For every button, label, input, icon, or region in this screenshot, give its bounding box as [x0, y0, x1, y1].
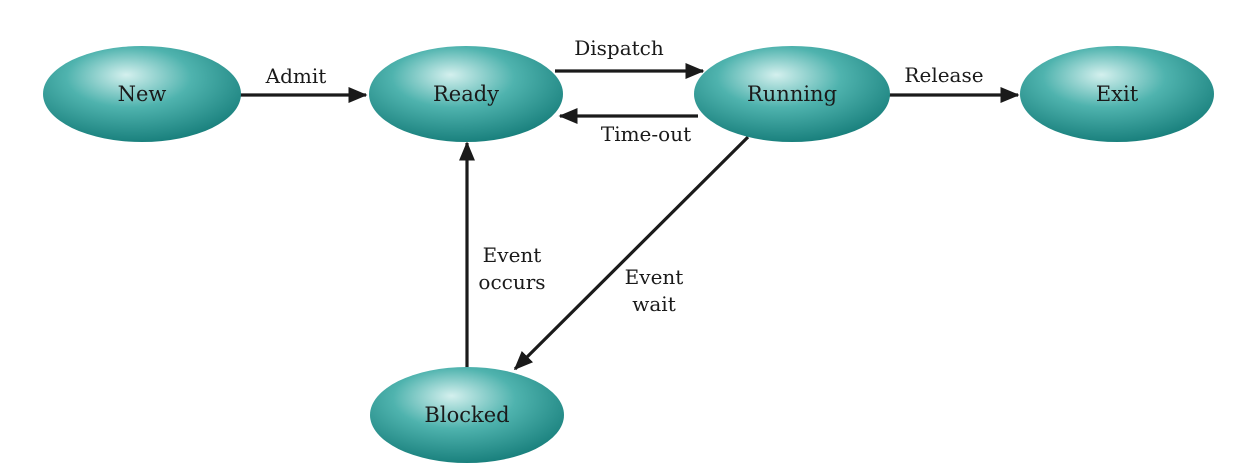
state-exit-shape — [1020, 46, 1214, 142]
event-occurs-label-line2: occurs — [478, 270, 545, 294]
state-ready-shape — [369, 46, 563, 142]
event-wait-arrow — [513, 135, 750, 371]
state-blocked-shape — [370, 367, 564, 463]
state-running-label: Running — [747, 82, 837, 106]
transition-labels: Admit Dispatch Time-out Release Event oc… — [265, 36, 984, 316]
release-label: Release — [904, 63, 983, 87]
state-new-label: New — [118, 82, 167, 106]
timeout-label: Time-out — [601, 122, 691, 146]
event-wait-label-line2: wait — [632, 292, 675, 316]
state-ready: Ready — [369, 46, 563, 142]
event-occurs-label-line1: Event — [483, 243, 542, 267]
state-exit-label: Exit — [1096, 82, 1139, 106]
event-wait-label-line1: Event — [625, 265, 684, 289]
state-running-shape — [694, 46, 890, 142]
state-blocked: Blocked — [370, 367, 564, 463]
transitions — [238, 63, 1020, 374]
state-new-shape — [43, 46, 241, 142]
state-ready-label: Ready — [433, 82, 499, 106]
state-exit: Exit — [1020, 46, 1214, 142]
dispatch-label: Dispatch — [574, 36, 664, 60]
state-running: Running — [694, 46, 890, 142]
state-blocked-label: Blocked — [424, 403, 509, 427]
state-new: New — [43, 46, 241, 142]
admit-label: Admit — [265, 64, 327, 88]
